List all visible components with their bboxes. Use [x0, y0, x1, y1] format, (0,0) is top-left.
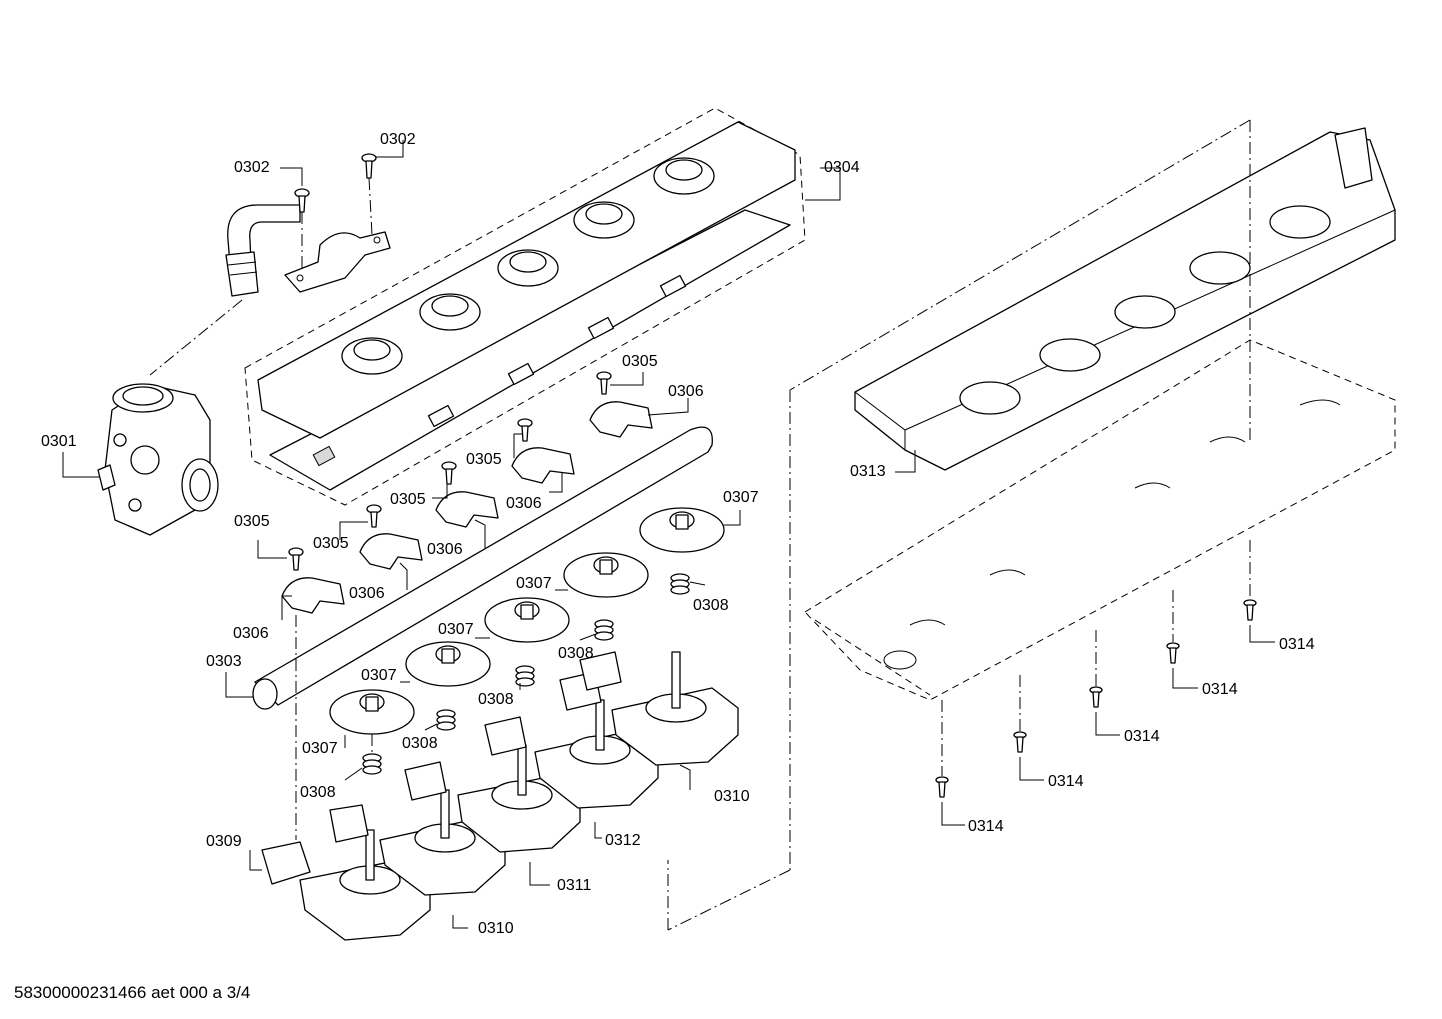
screw-0314-d[interactable]	[1013, 731, 1027, 753]
label-0306-b: 0306	[506, 495, 542, 512]
label-0307-b: 0307	[516, 575, 552, 592]
label-0306-e: 0306	[233, 625, 269, 642]
burner-frame-0313[interactable]	[854, 127, 1396, 471]
screw-0305-b[interactable]	[517, 418, 533, 442]
label-0307-d: 0307	[361, 667, 397, 684]
label-0314-c: 0314	[1124, 728, 1160, 745]
label-0303: 0303	[206, 653, 242, 670]
screw-0314-b[interactable]	[1166, 642, 1180, 664]
label-0314-e: 0314	[968, 818, 1004, 835]
burner-tap-2[interactable]	[379, 761, 506, 896]
label-0307-c: 0307	[438, 621, 474, 638]
label-0314-a: 0314	[1279, 636, 1315, 653]
spring-0308-c[interactable]	[515, 665, 535, 687]
clip-0306-a[interactable]	[589, 401, 653, 438]
disc-0307-e[interactable]	[329, 689, 415, 735]
clip-0306-d[interactable]	[359, 533, 423, 570]
label-0310-bottom: 0310	[478, 920, 514, 937]
clamp-bracket[interactable]	[284, 231, 391, 293]
label-0313: 0313	[850, 463, 886, 480]
screw-0314-c[interactable]	[1089, 686, 1103, 708]
clip-0306-b[interactable]	[511, 447, 575, 484]
label-0308-e: 0308	[300, 784, 336, 801]
button-cap-3[interactable]	[497, 249, 559, 287]
clip-0306-c[interactable]	[435, 491, 499, 528]
screw-0302-right[interactable]	[361, 153, 377, 179]
disc-0307-b[interactable]	[563, 552, 649, 598]
disc-0307-a[interactable]	[639, 507, 725, 553]
label-0306-a: 0306	[668, 383, 704, 400]
button-cap-4[interactable]	[573, 201, 635, 239]
label-0308-d: 0308	[402, 735, 438, 752]
screw-0314-a[interactable]	[1243, 599, 1257, 621]
label-0305-b: 0305	[466, 451, 502, 468]
spring-0308-b[interactable]	[594, 619, 614, 641]
label-0306-d: 0306	[349, 585, 385, 602]
label-0308-b: 0308	[558, 645, 594, 662]
label-0302-left: 0302	[234, 159, 270, 176]
control-panel-0304[interactable]	[244, 107, 806, 506]
burner-tap-3[interactable]	[457, 716, 581, 853]
label-0307-a: 0307	[723, 489, 759, 506]
screw-0305-c[interactable]	[441, 461, 457, 485]
label-0302-right: 0302	[380, 131, 416, 148]
label-0314-b: 0314	[1202, 681, 1238, 698]
label-0308-c: 0308	[478, 691, 514, 708]
label-0309: 0309	[206, 833, 242, 850]
elbow-hose[interactable]	[225, 204, 301, 297]
disc-0307-c[interactable]	[484, 597, 570, 643]
drawing-code: 58300000231466 aet 000 a 3/4	[14, 983, 250, 1002]
burner-tap-1[interactable]	[261, 804, 431, 941]
screw-0314-e[interactable]	[935, 776, 949, 798]
label-0305-a: 0305	[622, 353, 658, 370]
label-0311: 0311	[557, 877, 592, 894]
label-0301: 0301	[41, 433, 77, 450]
gas-valve-0301[interactable]	[97, 383, 219, 536]
screw-0305-d[interactable]	[366, 504, 382, 528]
spring-0308-d[interactable]	[436, 709, 456, 731]
button-cap-1[interactable]	[341, 337, 403, 375]
spring-0308-a[interactable]	[670, 573, 690, 595]
button-cap-2[interactable]	[419, 293, 481, 331]
label-0308-a: 0308	[693, 597, 729, 614]
label-0306-c: 0306	[427, 541, 463, 558]
spring-0308-e[interactable]	[362, 753, 382, 775]
label-0305-d: 0305	[313, 535, 349, 552]
disc-0307-d[interactable]	[405, 641, 491, 687]
label-0304: 0304	[824, 159, 860, 176]
screw-0302-left[interactable]	[294, 188, 310, 213]
label-0307-e: 0307	[302, 740, 338, 757]
label-0314-d: 0314	[1048, 773, 1084, 790]
button-cap-5[interactable]	[653, 157, 715, 195]
label-0305-c: 0305	[390, 491, 426, 508]
clip-0306-e[interactable]	[281, 577, 345, 614]
label-0310-right: 0310	[714, 788, 750, 805]
burner-tap-5[interactable]	[579, 651, 739, 766]
screw-0305-a[interactable]	[596, 371, 612, 395]
label-0312: 0312	[605, 832, 641, 849]
screw-0305-e[interactable]	[288, 547, 304, 571]
gas-tube-0303[interactable]	[252, 426, 713, 710]
label-0305-e: 0305	[234, 513, 270, 530]
